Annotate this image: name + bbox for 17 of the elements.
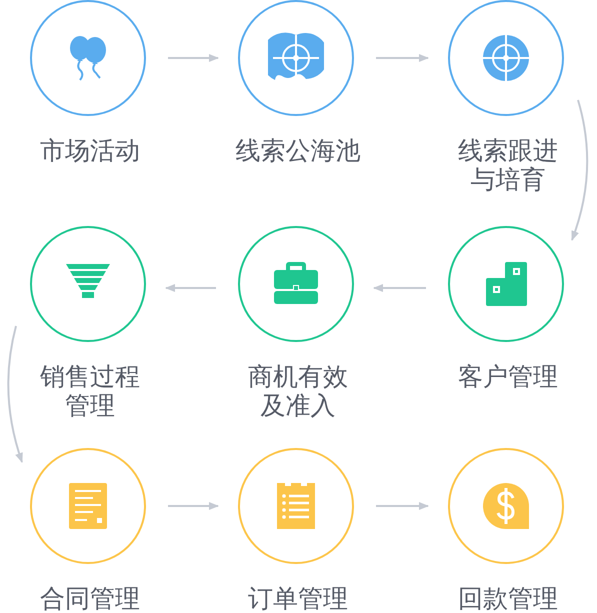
step-label: 销售过程管理 [39,362,141,420]
step-label: 客户管理 [458,362,558,391]
step-label: 订单管理 [248,584,348,613]
step-label: 线索跟进与培育 [457,136,559,194]
arrow [165,284,216,292]
arrow [373,284,426,292]
step-label: 回款管理 [458,584,558,613]
step-label: 市场活动 [40,136,140,165]
step-label: 线索公海池 [236,136,360,165]
step-label: 商机有效及准入 [247,362,349,420]
step-label: 合同管理 [40,584,140,613]
arrow [376,54,429,62]
arrow [168,502,219,510]
arrow [7,326,23,463]
arrow [571,100,588,241]
arrow [376,502,429,510]
arrow [168,54,219,62]
